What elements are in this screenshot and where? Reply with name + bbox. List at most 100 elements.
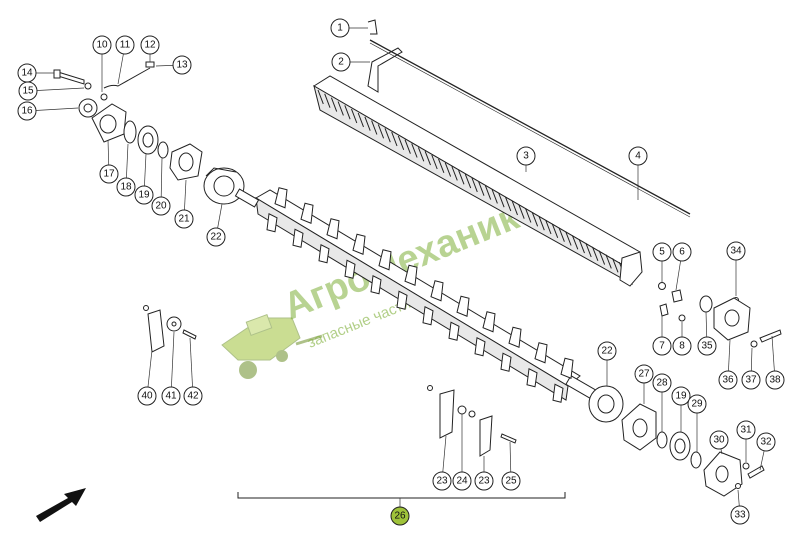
assembly-bracket-26 <box>237 492 566 499</box>
part-serrated-beam-3 <box>313 75 643 287</box>
callout-c23b: 23 <box>474 471 494 491</box>
callout-c2: 2 <box>331 52 351 72</box>
direction-arrow-icon <box>36 488 86 522</box>
callout-c11: 11 <box>115 35 135 55</box>
callout-label: 25 <box>505 476 517 487</box>
part-scraper-23b <box>479 415 493 457</box>
part-washer-15 <box>84 82 92 90</box>
callout-label: 28 <box>656 378 668 389</box>
callout-c14: 14 <box>17 63 37 83</box>
callout-c7: 7 <box>652 336 672 356</box>
part-screw-7 <box>659 303 669 317</box>
part-flange-36 <box>713 297 751 341</box>
callout-label: 32 <box>760 437 772 448</box>
callout-label: 11 <box>120 40 131 51</box>
callout-c12: 12 <box>140 35 160 55</box>
part-pulley-22a <box>203 167 245 205</box>
part-seal-16 <box>78 98 98 118</box>
callout-label: 12 <box>144 40 156 51</box>
callout-label: 4 <box>635 151 641 162</box>
callout-label: 30 <box>713 435 725 446</box>
callout-c40: 40 <box>137 386 157 406</box>
part-oring-35 <box>699 295 713 313</box>
callout-label: 36 <box>722 375 734 386</box>
part-washer-31 <box>742 462 750 470</box>
part-washer-5 <box>658 282 666 290</box>
part-nut-33 <box>735 483 741 489</box>
part-scraper-40 <box>147 309 165 353</box>
callout-label: 19 <box>138 190 150 201</box>
leader-c42 <box>189 337 194 397</box>
part-flange-27 <box>621 403 657 451</box>
part-pulley-22b <box>588 385 624 423</box>
watermark-logo <box>221 314 323 379</box>
callout-label: 20 <box>155 201 167 212</box>
callout-c27: 27 <box>634 364 654 384</box>
callout-label: 29 <box>691 399 703 410</box>
callout-c30: 30 <box>709 430 729 450</box>
part-flange-21 <box>169 143 203 181</box>
part-bearing-19a <box>137 125 159 155</box>
rotor-paddle <box>508 326 522 348</box>
callout-label: 5 <box>659 247 665 258</box>
part-cover-30 <box>703 451 743 497</box>
part-circlip-29 <box>690 451 702 469</box>
rotor-paddle <box>292 228 304 248</box>
callout-c5: 5 <box>652 242 672 262</box>
callout-label: 35 <box>701 341 713 352</box>
part-ring-28 <box>656 431 668 449</box>
part-scraper-23a <box>439 389 455 439</box>
part-bearing-19b <box>669 431 691 461</box>
callout-c29: 29 <box>687 394 707 414</box>
callout-label: 8 <box>679 341 685 352</box>
leader-c41 <box>170 331 175 397</box>
callout-c34: 34 <box>726 241 746 261</box>
rotor-paddle <box>404 264 418 286</box>
callout-label: 19 <box>675 391 687 402</box>
callout-label: 16 <box>21 106 33 117</box>
callout-c17: 17 <box>99 164 119 184</box>
callout-label: 7 <box>659 341 665 352</box>
callout-c19b: 19 <box>671 386 691 406</box>
rotor-paddle <box>552 383 564 403</box>
callout-c19a: 19 <box>134 185 154 205</box>
callout-c3: 3 <box>516 146 536 166</box>
callout-label: 41 <box>165 391 177 402</box>
callout-label: 33 <box>734 510 746 521</box>
part-rod-4 <box>369 39 691 215</box>
callout-c36: 36 <box>718 370 738 390</box>
callout-label: 31 <box>740 425 752 436</box>
callout-label: 22 <box>210 232 222 243</box>
callout-label: 3 <box>523 151 529 162</box>
rotor-paddle <box>274 187 288 209</box>
callout-c18: 18 <box>116 177 136 197</box>
callout-label: 2 <box>338 57 344 68</box>
rotor-paddle <box>422 305 434 326</box>
callout-label: 10 <box>96 40 108 51</box>
callout-label: 42 <box>187 391 199 402</box>
part-flange-17 <box>91 103 127 143</box>
rotor-paddle <box>318 243 330 264</box>
callout-label: 17 <box>103 169 115 180</box>
rotor-paddle <box>560 357 574 379</box>
rotor-paddle <box>448 321 460 341</box>
callout-label: 6 <box>679 247 685 258</box>
rotor-paddle <box>474 336 486 357</box>
callout-label: 37 <box>745 375 757 386</box>
rotor-paddle <box>456 295 470 317</box>
rotor-paddle <box>534 342 548 364</box>
callout-c8: 8 <box>672 336 692 356</box>
callout-label: 24 <box>456 476 468 487</box>
part-bolt-42 <box>182 329 197 340</box>
callout-c20: 20 <box>151 196 171 216</box>
rotor-paddle <box>482 311 496 333</box>
part-bolt-head-40 <box>143 305 149 311</box>
callout-c28: 28 <box>652 373 672 393</box>
callout-c35: 35 <box>697 336 717 356</box>
rotor-paddle <box>378 249 392 271</box>
callout-label: 1 <box>337 23 343 34</box>
rotor-paddle <box>500 352 512 372</box>
callout-label: 21 <box>178 214 190 225</box>
